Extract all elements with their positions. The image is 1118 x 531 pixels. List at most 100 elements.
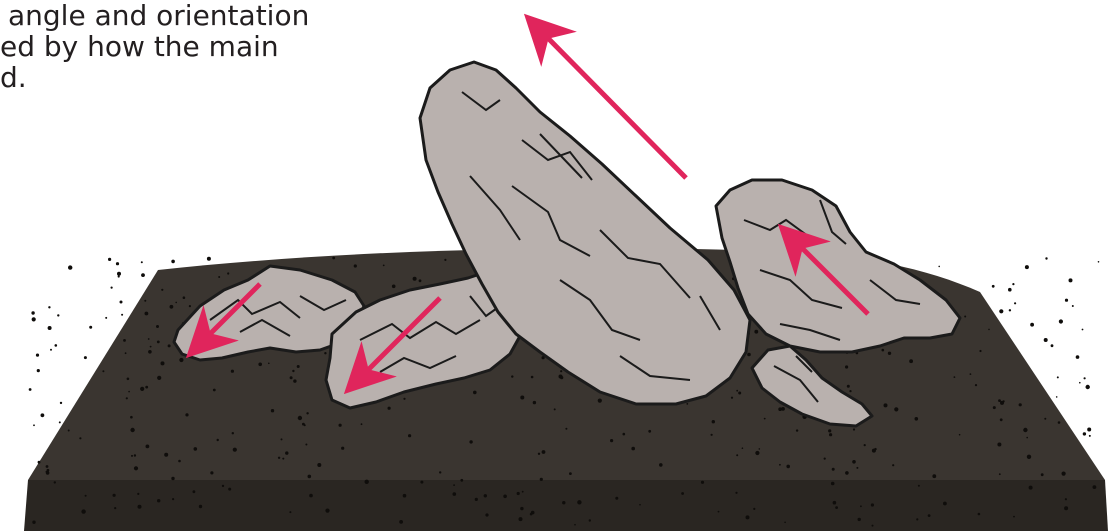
soil-front-face <box>24 480 1108 531</box>
soil-speckle <box>562 501 565 504</box>
soil-speckle <box>29 388 32 391</box>
soil-speckle <box>48 306 50 308</box>
soil-speckle <box>361 423 363 425</box>
soil-speckle <box>864 444 866 446</box>
soil-speckle <box>60 402 62 404</box>
soil-speckle <box>1000 418 1003 421</box>
soil-speckle <box>932 474 936 478</box>
soil-speckle <box>289 511 291 513</box>
soil-speckle <box>847 385 850 388</box>
soil-speckle <box>89 326 92 329</box>
soil-speckle <box>979 350 981 352</box>
soil-speckle <box>141 273 145 277</box>
soil-speckle <box>114 507 116 509</box>
soil-speckle <box>36 354 39 357</box>
soil-speckle <box>736 390 738 392</box>
soil-speckle <box>1093 485 1097 489</box>
soil-speckle <box>85 495 87 497</box>
soil-speckle <box>55 344 58 347</box>
soil-speckle <box>460 479 463 482</box>
soil-speckle <box>32 521 35 524</box>
soil-speckle <box>233 448 237 452</box>
soil-speckle <box>218 276 220 278</box>
soil-speckle <box>130 428 134 432</box>
soil-speckle <box>50 349 52 351</box>
soil-speckle <box>231 370 234 373</box>
soil-speckle <box>711 434 713 436</box>
soil-speckle <box>157 499 160 502</box>
soil-speckle <box>1086 385 1090 389</box>
soil-speckle <box>258 363 262 367</box>
soil-speckle <box>178 460 181 463</box>
soil-speckle <box>120 301 123 304</box>
soil-speckle <box>860 505 862 507</box>
soil-speckle <box>117 272 121 276</box>
soil-speckle <box>1009 309 1011 311</box>
soil-speckle <box>278 457 280 459</box>
soil-speckle <box>392 285 396 289</box>
soil-speckle <box>871 503 874 506</box>
soil-speckle <box>111 287 113 289</box>
soil-speckle <box>1089 435 1091 437</box>
soil-speckle <box>125 352 127 354</box>
soil-speckle <box>892 464 894 466</box>
soil-speckle <box>185 413 188 416</box>
soil-speckle <box>565 428 567 430</box>
soil-speckle <box>1045 257 1047 259</box>
soil-speckle <box>146 445 150 449</box>
soil-speckle <box>403 494 407 498</box>
soil-speckle <box>845 471 849 475</box>
soil-speckle <box>339 424 342 427</box>
soil-speckle <box>1029 486 1033 490</box>
soil-speckle <box>1041 473 1044 476</box>
soil-speckle <box>738 392 741 395</box>
soil-speckle <box>796 429 798 431</box>
soil-speckle <box>332 257 335 260</box>
soil-speckle <box>305 444 307 446</box>
soil-speckle <box>475 498 478 501</box>
soil-speckle <box>285 451 288 454</box>
soil-speckle <box>681 492 684 495</box>
soil-speckle <box>290 376 293 379</box>
soil-speckle <box>992 285 995 288</box>
soil-speckle <box>37 369 40 372</box>
soil-speckle <box>519 517 523 521</box>
soil-speckle <box>485 513 488 516</box>
soil-speckle <box>964 316 966 318</box>
soil-speckle <box>997 443 1001 447</box>
soil-speckle <box>589 519 591 521</box>
soil-speckle <box>222 485 224 487</box>
soil-speckle <box>84 356 87 359</box>
soil-speckle <box>701 481 704 484</box>
soil-speckle <box>341 447 344 450</box>
soil-speckle <box>141 261 143 263</box>
soil-speckle <box>993 406 996 409</box>
soil-speckle <box>325 509 329 513</box>
soil-speckle <box>882 349 885 352</box>
soil-speckle <box>439 471 441 473</box>
soil-speckle <box>292 370 294 372</box>
soil-speckle <box>517 492 520 495</box>
soil-speckle <box>207 257 211 261</box>
soil-speckle <box>577 500 581 504</box>
soil-speckle <box>68 265 72 269</box>
soil-speckle <box>915 417 919 421</box>
soil-speckle <box>998 399 1001 402</box>
soil-speckle <box>999 473 1001 475</box>
soil-speckle <box>1084 377 1086 379</box>
soil-speckle <box>828 429 831 432</box>
soil-speckle <box>271 409 274 412</box>
soil-speckle <box>1079 382 1081 384</box>
soil-speckle <box>916 518 918 520</box>
soil-speckle <box>1064 506 1068 510</box>
soil-speckle <box>978 513 981 516</box>
soil-speckle <box>747 353 751 357</box>
soil-speckle <box>148 338 150 340</box>
soil-speckle <box>786 465 790 469</box>
soil-speckle <box>268 363 270 365</box>
soil-speckle <box>615 497 618 500</box>
soil-speckle <box>829 433 832 436</box>
soil-speckle <box>210 471 213 474</box>
soil-speckle <box>1044 418 1046 420</box>
